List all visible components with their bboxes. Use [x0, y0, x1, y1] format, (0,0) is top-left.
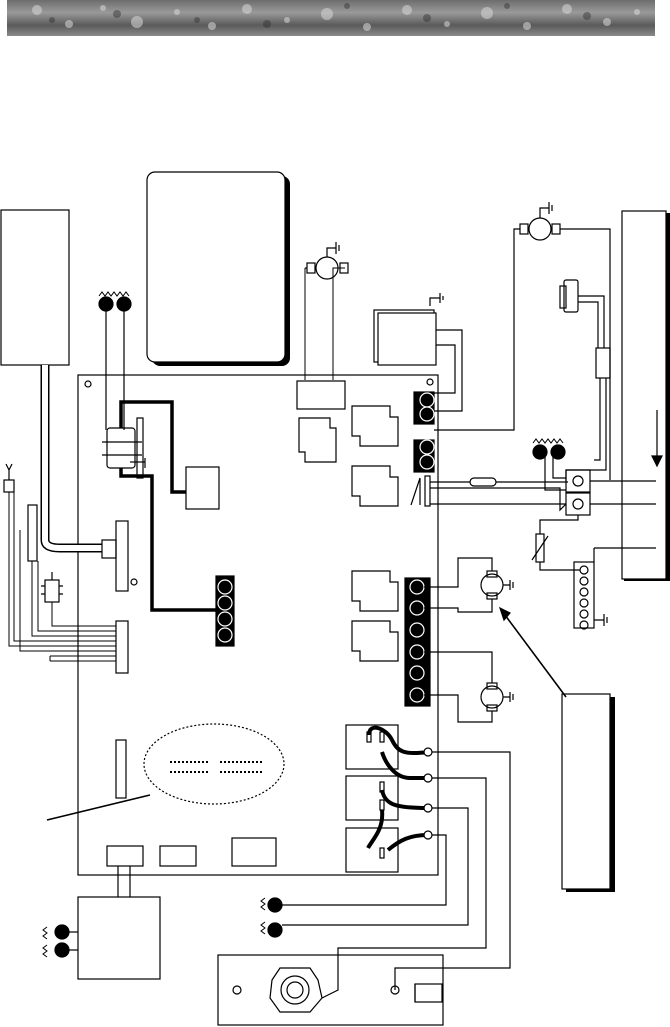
dip-switch-area [143, 723, 285, 805]
relay-block-a [298, 417, 337, 463]
relay-2 [345, 775, 399, 821]
relay-3 [345, 827, 399, 873]
control-panel-box [146, 171, 286, 363]
relay-1 [345, 724, 399, 770]
heater-assembly [217, 954, 444, 1026]
board-relay-small [185, 466, 220, 510]
board-connector-top [296, 380, 346, 410]
power-supply-box [0, 209, 70, 366]
right-terminal-panel [621, 210, 667, 580]
droplet-texture [32, 3, 640, 31]
circuit-board [77, 374, 439, 876]
ribbon-connector [115, 520, 129, 592]
harness-connector [115, 620, 129, 674]
aux-box [77, 896, 161, 980]
note-box [561, 693, 611, 890]
header-banner [7, 0, 655, 36]
